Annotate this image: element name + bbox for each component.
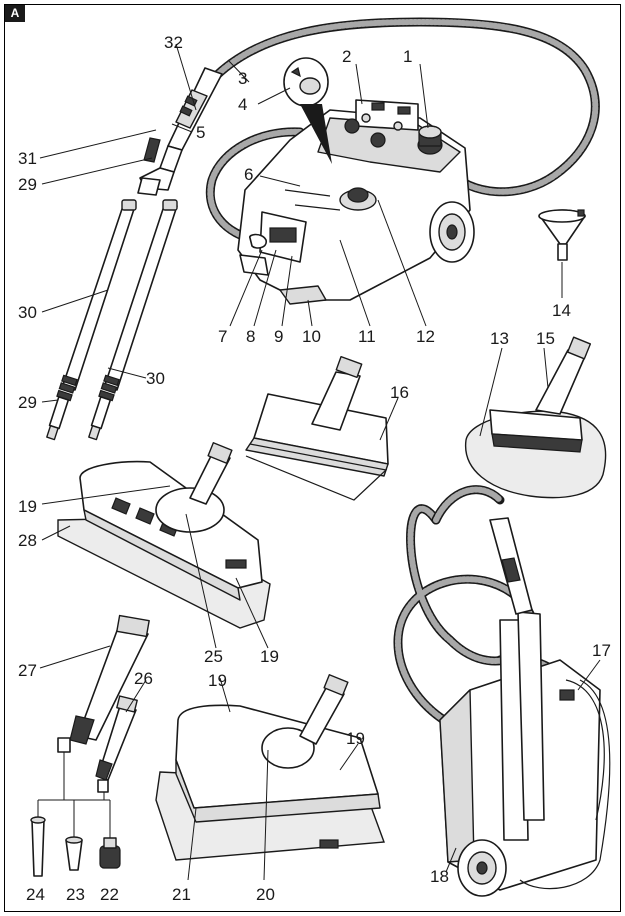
callout-label: 28: [18, 531, 37, 550]
callout-label: 24: [26, 885, 45, 904]
tank-cap: [339, 187, 377, 211]
callout-label: 19: [346, 729, 365, 748]
steam-handgun: [137, 67, 223, 196]
callout-label: 2: [342, 47, 351, 66]
callout-labels: 1 2 3 4 5 6 7 8 9 10 11 12 13 14 15 16 1…: [18, 33, 611, 904]
callout-label: 31: [18, 149, 37, 168]
callout-label: 3: [238, 69, 247, 88]
callout-label: 21: [172, 885, 191, 904]
stored-appliance: [393, 485, 611, 897]
callout-label: 14: [552, 301, 571, 320]
callout-label: 9: [274, 327, 283, 346]
hand-nozzle-with-cover: [464, 336, 607, 499]
callout-label: 17: [592, 641, 611, 660]
callout-label: 30: [146, 369, 165, 388]
callout-label: 20: [256, 885, 275, 904]
callout-label: 16: [390, 383, 409, 402]
round-brush-small: [99, 837, 121, 869]
leader-lines: [39, 43, 601, 881]
callout-label: 4: [238, 95, 247, 114]
detail-nozzle: [57, 614, 150, 753]
floor-nozzle-small: [155, 674, 385, 861]
callout-label: 13: [490, 329, 509, 348]
callout-label: 7: [218, 327, 227, 346]
callout-label: 18: [430, 867, 449, 886]
callout-label: 8: [246, 327, 255, 346]
panel-tag: A: [5, 5, 25, 22]
steam-knob: [417, 125, 443, 155]
steam-hose: [205, 17, 600, 245]
callout-label: 32: [164, 33, 183, 52]
funnel: [538, 209, 586, 261]
steam-cleaner-unit: [237, 99, 475, 305]
extension-tube-2: [88, 199, 178, 441]
callout-label: 30: [18, 303, 37, 322]
callout-label: 23: [66, 885, 85, 904]
callout-label: 6: [244, 165, 253, 184]
callout-label: 1: [403, 47, 412, 66]
window-nozzle: [245, 355, 389, 501]
floor-nozzle-large: [57, 442, 271, 629]
callout-label: 27: [18, 661, 37, 680]
callout-label: 19: [208, 671, 227, 690]
callout-label: 10: [302, 327, 321, 346]
brush-connectors: [37, 752, 111, 838]
callout-label: 12: [416, 327, 435, 346]
callout-label: 5: [196, 123, 205, 142]
callout-label: 19: [260, 647, 279, 666]
callout-label: 11: [358, 327, 376, 346]
callout-label: 29: [18, 393, 37, 412]
callout-label: 19: [18, 497, 37, 516]
extension-tube-1: [46, 199, 137, 441]
wheel: [429, 201, 475, 263]
round-brush-long: [30, 816, 46, 877]
figure-frame: A: [4, 4, 621, 912]
callout-label: 26: [134, 669, 153, 688]
round-brush-medium: [65, 836, 83, 871]
callout-label: 25: [204, 647, 223, 666]
callout-label: 15: [536, 329, 555, 348]
stored-wheel: [457, 839, 507, 897]
callout-label: 29: [18, 175, 37, 194]
detail-callout: [283, 57, 332, 164]
callout-label: 22: [100, 885, 119, 904]
angled-nozzle: [95, 695, 138, 793]
